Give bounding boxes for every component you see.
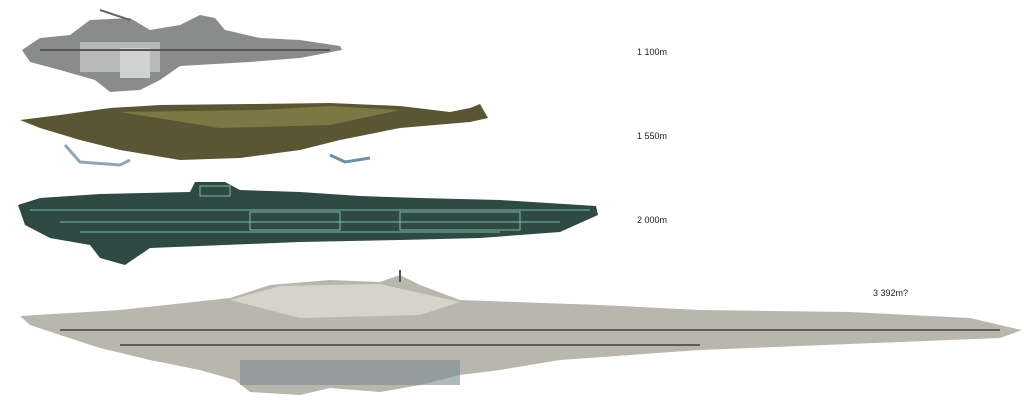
- ship-1-1100m: [22, 9, 342, 92]
- ship-1-length-label: 1 100m: [637, 47, 668, 57]
- ship-4-length-label: 3 392m?: [873, 288, 909, 298]
- ship-4-3392m: [20, 270, 1022, 395]
- ship-2-1550m: [20, 103, 488, 167]
- ship-3-2000m: [18, 182, 598, 265]
- ship-2-length-label: 1 550m: [637, 131, 668, 141]
- ship-3-length-label: 2 000m: [637, 215, 668, 225]
